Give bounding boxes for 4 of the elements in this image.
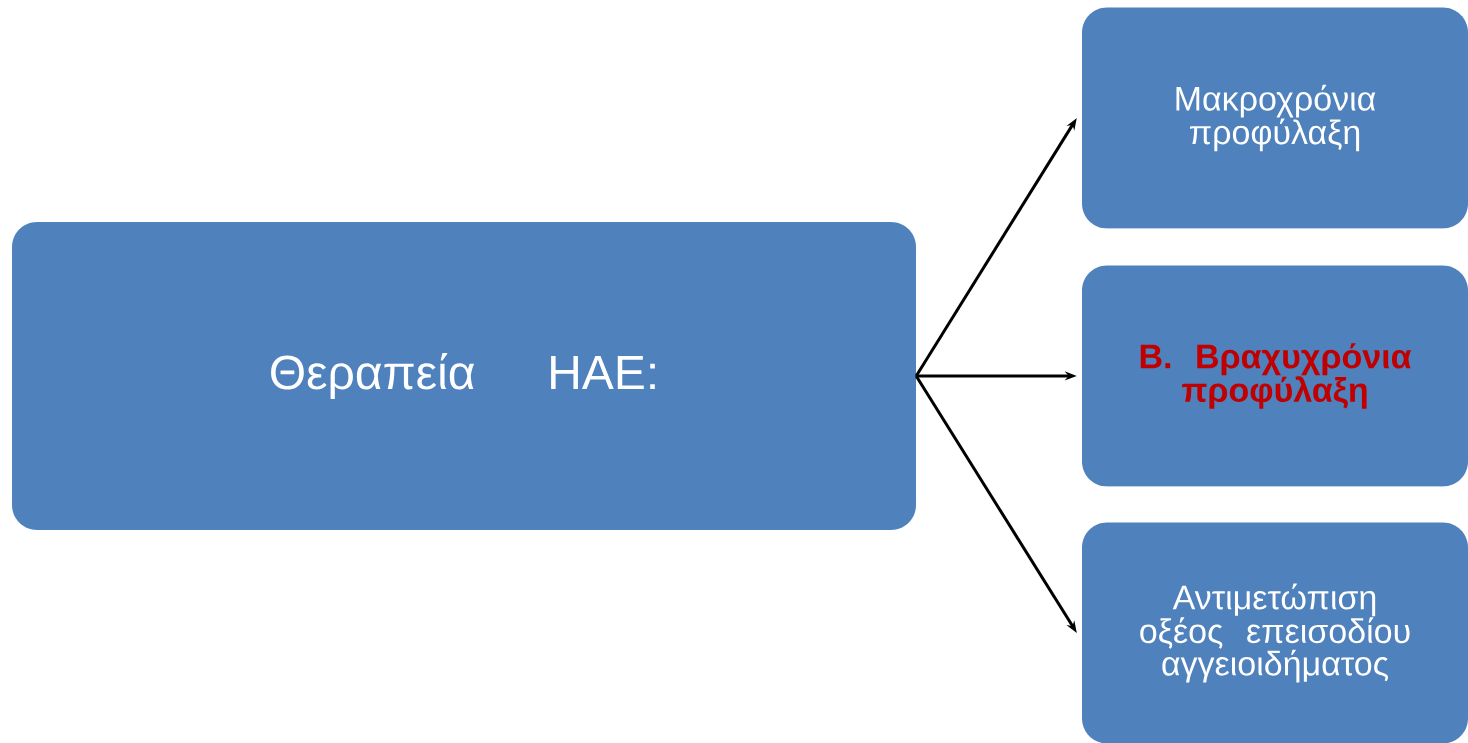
category-box: Αντιμετώπιση οξέος επεισοδίου αγγειοιδήματος <box>1082 522 1468 743</box>
category-box: B. Βραχυχρόνια προφύλαξη <box>1082 265 1468 487</box>
topic-box: Θεραπεία HAE: <box>12 222 916 530</box>
category-box: Μακροχρόνια προφύλαξη <box>1082 7 1468 229</box>
